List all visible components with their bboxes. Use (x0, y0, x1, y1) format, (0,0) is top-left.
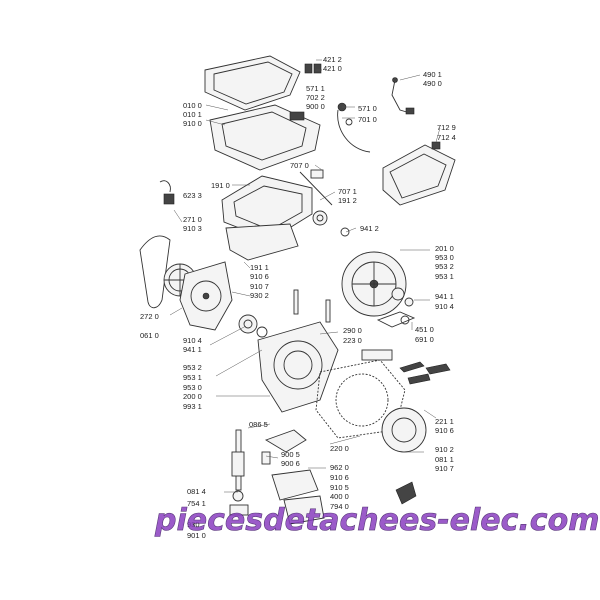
leader-lines (169, 59, 441, 493)
sensor-parts (399, 361, 451, 385)
part-label: 910 4 (435, 302, 454, 311)
motor-small-parts (229, 481, 417, 516)
pulley-small-part (312, 210, 350, 237)
part-label: 010 0 (183, 101, 202, 110)
drive-belt-part (139, 235, 171, 309)
top-frame-part (209, 104, 321, 171)
part-label: 421 2 (323, 55, 342, 64)
outer-tub-half-part (257, 321, 339, 413)
part-label: 941 2 (360, 224, 379, 233)
part-label: 712 4 (437, 133, 456, 142)
drum-back-flange-part (341, 251, 407, 317)
part-label: 900 6 (281, 459, 300, 468)
part-label: 910 6 (435, 426, 454, 435)
part-label: 754 1 (187, 499, 206, 508)
bearing-part (238, 314, 268, 338)
part-label: 061 0 (140, 331, 159, 340)
part-label: 910 6 (330, 473, 349, 482)
detergent-drawer-part (382, 141, 456, 206)
part-label: 794 0 (330, 502, 349, 511)
part-label: 941 1 (435, 292, 454, 301)
outer-tub-back-part (381, 407, 427, 453)
part-label: 223 0 (343, 336, 362, 345)
part-label: 953 2 (183, 363, 202, 372)
part-label: 191 1 (250, 263, 269, 272)
site-watermark: piecesdetachees-elec.com (154, 503, 599, 538)
part-label: 571 0 (358, 104, 377, 113)
part-label: 953 1 (183, 373, 202, 382)
part-label: 910 3 (183, 224, 202, 233)
part-label: 910 2 (435, 445, 454, 454)
part-label: 421 0 (323, 64, 342, 73)
part-label: 490 1 (423, 70, 442, 79)
part-label: 081 1 (435, 455, 454, 464)
part-label: 010 1 (183, 110, 202, 119)
part-label: 290 0 (343, 326, 362, 335)
part-label: 221 1 (435, 417, 454, 426)
seal-rings-part (391, 287, 414, 307)
part-label: 953 1 (435, 272, 454, 281)
part-label: 691 0 (415, 335, 434, 344)
part-label: 571 1 (306, 84, 325, 93)
part-label: 200 0 (183, 392, 202, 401)
heater-part (376, 311, 416, 328)
part-label: 910 5 (330, 483, 349, 492)
part-label: 220 0 (330, 444, 349, 453)
gasket-part (361, 349, 393, 361)
part-label: 623 3 (183, 191, 202, 200)
top-lid-part (204, 55, 301, 111)
part-label: 451 0 (415, 325, 434, 334)
part-label: 930 (187, 520, 200, 529)
part-label: 191 0 (211, 181, 230, 190)
part-label: 910 0 (183, 119, 202, 128)
part-label: 953 2 (435, 262, 454, 271)
part-label: 702 2 (306, 93, 325, 102)
part-label: 962 0 (330, 463, 349, 472)
part-label: 707 0 (290, 161, 309, 170)
pin-part (293, 289, 331, 323)
part-label: 910 7 (435, 464, 454, 473)
tub-ring-part (221, 175, 313, 261)
part-label: 953 0 (435, 253, 454, 262)
part-label: 910 4 (183, 336, 202, 345)
part-label: 901 0 (187, 531, 206, 540)
part-label: 400 0 (330, 492, 349, 501)
wire-harness-part (391, 77, 415, 115)
top-switch-parts (304, 63, 322, 74)
part-label: 900 5 (281, 450, 300, 459)
part-label: 191 2 (338, 196, 357, 205)
part-label: 712 9 (437, 123, 456, 132)
part-number-labels: 421 2 421 0 490 1 490 0 571 1 702 2 900 … (140, 55, 456, 540)
base-plate-part (271, 469, 325, 525)
part-label: 930 2 (250, 291, 269, 300)
part-label: 701 0 (358, 115, 377, 124)
part-label: 941 1 (183, 345, 202, 354)
part-label: 910 6 (250, 272, 269, 281)
part-label: 490 0 (423, 79, 442, 88)
part-label: 086 5 (249, 420, 268, 429)
part-label: 900 0 (306, 102, 325, 111)
connector-part (159, 180, 175, 205)
part-label: 272 0 (140, 312, 159, 321)
pump-cover-part (261, 429, 307, 465)
part-label: 993 1 (183, 402, 202, 411)
part-label: 271 0 (183, 215, 202, 224)
shock-absorber-part (231, 429, 245, 491)
side-flange-part (179, 261, 233, 331)
part-label: 953 0 (183, 383, 202, 392)
part-label: 201 0 (435, 244, 454, 253)
part-label: 707 1 (338, 187, 357, 196)
part-label: 910 7 (250, 282, 269, 291)
part-label: 081 4 (187, 487, 206, 496)
clip-part (299, 169, 333, 206)
